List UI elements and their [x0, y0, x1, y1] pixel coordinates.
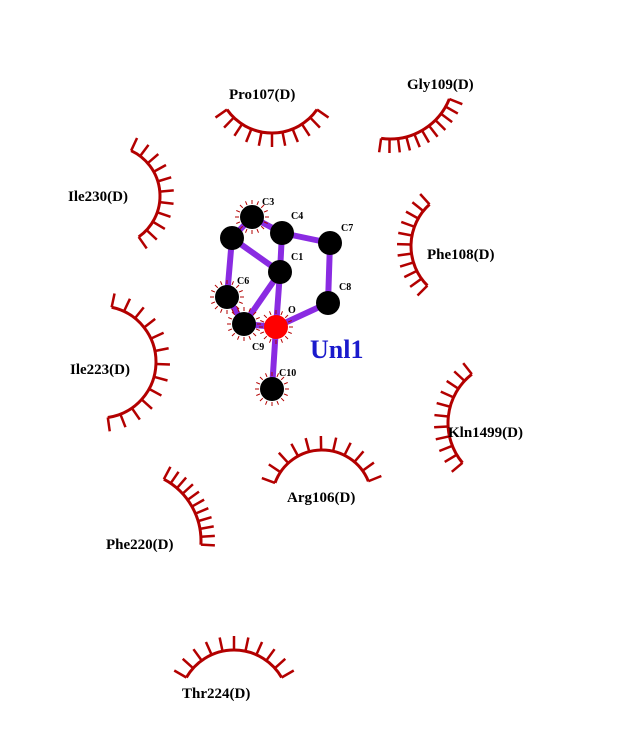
atom-c9 — [232, 312, 256, 336]
residue-label-phe220: Phe220(D) — [106, 537, 174, 553]
atom-label-c1: C1 — [291, 252, 303, 263]
residue-label-arg106: Arg106(D) — [287, 490, 355, 506]
atom-c4 — [270, 221, 294, 245]
atom-c6 — [215, 285, 239, 309]
atom-contact-spokes-c6 — [210, 280, 244, 314]
hydrophobic-arc-ile230 — [129, 137, 174, 250]
residue-label-gly109: Gly109(D) — [407, 77, 474, 93]
atom-label-c10: C10 — [279, 368, 296, 379]
atom-c1 — [268, 260, 292, 284]
hydrophobic-arc-ile223 — [106, 293, 171, 432]
hydrophobic-arc-phe108 — [396, 193, 431, 297]
atom-c10 — [260, 377, 284, 401]
ligand-atoms — [210, 200, 342, 406]
atom-c8 — [316, 291, 340, 315]
residue-label-ile223: Ile223(D) — [70, 362, 130, 378]
hydrophobic-arc-gly109 — [377, 97, 463, 154]
hydrophobic-arc-thr224 — [173, 636, 295, 679]
atom-label-c3: C3 — [262, 197, 274, 208]
atom-o — [264, 315, 288, 339]
atom-label-c6: C6 — [237, 276, 249, 287]
atom-contact-spokes-c3 — [235, 200, 269, 234]
atom-label-c9: C9 — [252, 342, 264, 353]
atom-c3 — [240, 205, 264, 229]
atom-label-c7: C7 — [341, 223, 353, 234]
residue-label-ile230: Ile230(D) — [68, 189, 128, 205]
hydrophobic-arc-phe220 — [162, 466, 215, 547]
residue-label-kln1499: Kln1499(D) — [448, 425, 523, 441]
hydrophobic-arc-arg106 — [261, 435, 382, 485]
hydrophobic-arc-kln1499 — [434, 362, 473, 473]
atom-c2 — [220, 226, 244, 250]
hydrophobic-arc-pro107 — [214, 108, 330, 147]
residue-label-pro107: Pro107(D) — [229, 87, 295, 103]
atom-label-c8: C8 — [339, 282, 351, 293]
atom-c7 — [318, 231, 342, 255]
atom-contact-spokes-c9 — [227, 307, 261, 341]
ligand-name: Unl1 — [310, 335, 363, 364]
atom-contact-spokes-c10 — [255, 372, 289, 406]
hydrophobic-contacts — [106, 97, 473, 679]
atom-contact-spokes-o — [259, 310, 293, 344]
residue-label-phe108: Phe108(D) — [427, 247, 495, 263]
residue-label-thr224: Thr224(D) — [182, 686, 250, 702]
atom-label-c4: C4 — [291, 211, 303, 222]
atom-label-o: O — [288, 305, 296, 316]
